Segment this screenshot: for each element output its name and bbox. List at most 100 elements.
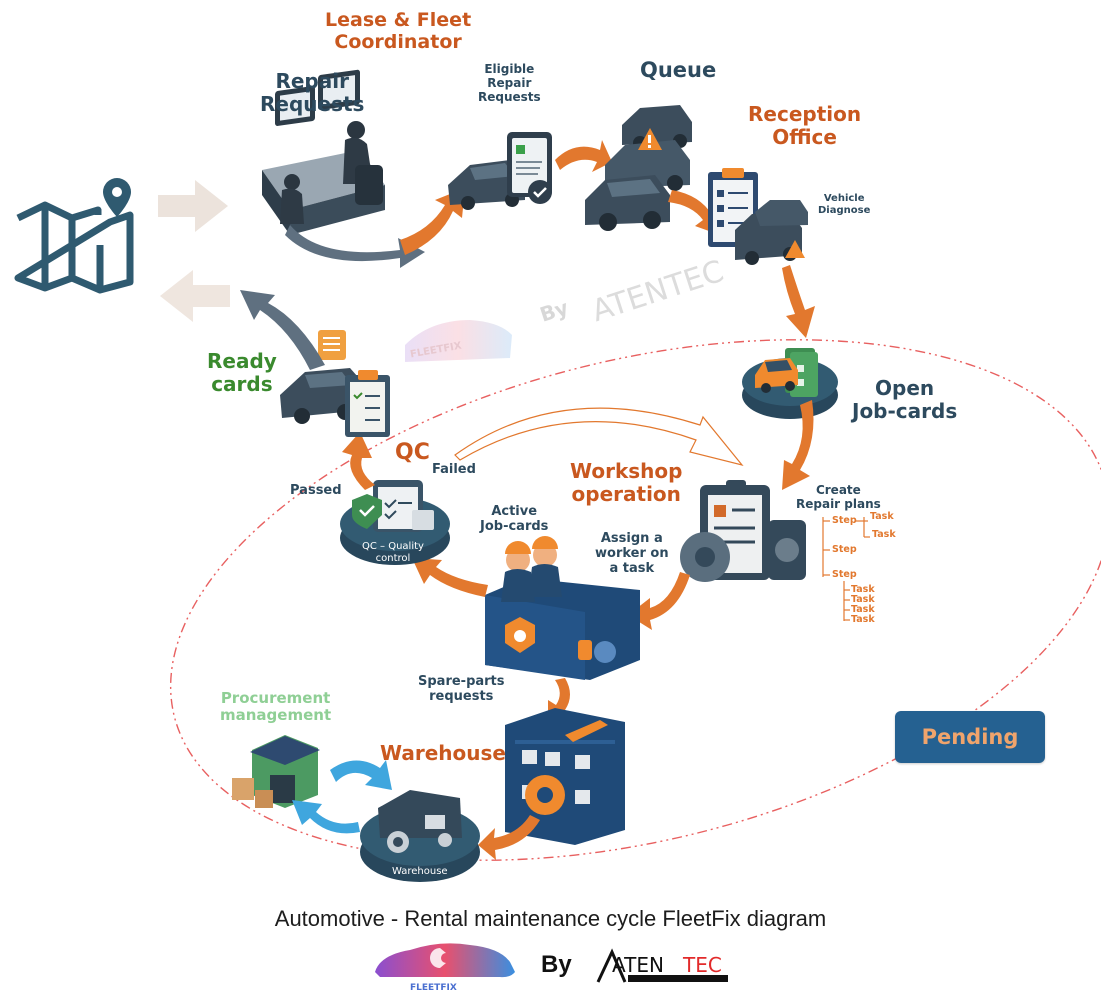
open-jobcards-line1: Open (875, 376, 935, 400)
open-jobcards-illustration (742, 348, 838, 419)
tree-task: Task (851, 614, 875, 625)
qc-failed-label: Failed (432, 462, 476, 477)
spare-parts-line2: requests (429, 688, 494, 704)
eligible-line1: Eligible (484, 62, 535, 76)
fleetfix-logo (375, 943, 515, 978)
fleetfix-logo-text: FLEETFIX (410, 983, 457, 993)
tree-step-2: Step (832, 544, 857, 555)
tree-step-1: Step (832, 515, 857, 526)
assign-worker-line1: Assign a (600, 531, 663, 546)
active-jobcards-label: Active Job-cards (480, 504, 549, 535)
create-repair-plans-label: Create Repair plans (796, 483, 881, 512)
atentec-logo-text-b: TEC (682, 953, 722, 977)
open-jobcards-label: Open Job-cards (852, 377, 957, 423)
flow-arrow-to-reception (668, 190, 720, 235)
flow-arrow-passed (342, 432, 375, 490)
flow-arrow-ready-out (240, 290, 325, 370)
ready-cards-label: Ready cards (207, 350, 277, 396)
create-repair-plans-line2: Repair plans (796, 496, 881, 511)
vehicle-diagnose-line1: Vehicle (823, 193, 865, 204)
tree-task: Task (870, 511, 894, 522)
diagram-caption: Automotive - Rental maintenance cycle Fl… (274, 906, 827, 931)
vehicle-diagnose-line2: Diagnose (818, 204, 871, 216)
blue-arrow-to-procurement (292, 800, 360, 834)
eligible-line2: Repair (487, 75, 532, 90)
atentec-logo-text-a: ATEN (612, 953, 664, 977)
workshop-line1: Workshop (570, 459, 683, 483)
footer-by-label: By (541, 951, 572, 978)
repair-plan-clipboard-illustration (680, 480, 806, 582)
eligible-car-illustration (448, 132, 552, 210)
procurement-label: Procurement management (220, 689, 332, 725)
outbound-arrow-icon (160, 270, 230, 322)
workshop-line2: operation (571, 482, 681, 506)
assign-worker-line3: a task (609, 560, 655, 576)
inbound-arrow-icon (158, 180, 228, 232)
pending-boundary (169, 339, 1101, 861)
spare-parts-line1: Spare-parts (418, 674, 505, 689)
repair-requests-line2: Requests (260, 92, 365, 116)
flow-arrow-to-queue (555, 140, 612, 172)
atentec-logo (596, 948, 728, 983)
queue-label: Queue (640, 58, 717, 82)
repair-requests-label: Repair Requests (260, 70, 364, 116)
qc-failed-return-arrow (454, 407, 744, 467)
flow-arrow-to-repair-plans (782, 400, 814, 490)
flow-arrow-grey (285, 225, 425, 268)
workers-illustration (485, 536, 640, 680)
workshop-operation-label: Workshop operation (570, 460, 682, 506)
qc-platform-label: QC – Quality control (362, 541, 424, 564)
flow-arrow-to-warehouse (478, 815, 540, 860)
tree-task: Task (851, 604, 875, 615)
tree-lines (822, 517, 870, 621)
flow-arrow-to-open-jobcards (782, 265, 815, 338)
qc-passed-label: Passed (290, 483, 342, 498)
active-jobcards-line2: Job-cards (480, 518, 549, 534)
lease-coordinator-line2: Coordinator (334, 30, 462, 53)
pending-badge: Pending (895, 711, 1045, 763)
procurement-building-illustration (232, 735, 320, 808)
map-pin-marker-icon (103, 178, 131, 217)
tree-step-3: Step (832, 569, 857, 580)
qc-platform-illustration (340, 480, 450, 565)
warehouse-platform-illustration (360, 790, 480, 882)
reception-line2: Office (772, 125, 837, 149)
reception-line1: Reception (748, 102, 862, 126)
qc-platform-line2: control (375, 552, 411, 564)
warehouse-label: Warehouse (380, 741, 506, 765)
repair-requests-line1: Repair (275, 69, 349, 93)
eligible-requests-label: Eligible Repair Requests (478, 62, 541, 104)
qc-platform-line1: QC – Quality (362, 541, 424, 552)
ready-cards-illustration (280, 330, 390, 437)
flow-arrow-to-qc (412, 558, 488, 597)
lease-coordinator-label: Lease & Fleet Coordinator (325, 9, 472, 54)
reception-clipboard-illustration (708, 168, 808, 265)
spare-parts-label: Spare-parts requests (418, 674, 505, 705)
operators-desk-illustration (262, 69, 385, 235)
assign-worker-label: Assign a worker on a task (595, 531, 669, 577)
blue-arrow-to-warehouse (330, 760, 392, 790)
procurement-line2: management (220, 706, 332, 725)
tree-task: Task (851, 584, 875, 595)
warehouse-platform-label: Warehouse (392, 866, 448, 877)
active-jobcards-line1: Active (491, 504, 538, 519)
flow-arrow-to-active-jobcards (628, 572, 690, 630)
flow-arrow-to-eligible (400, 188, 465, 255)
create-repair-plans-line1: Create (815, 483, 861, 497)
qc-label: QC (395, 440, 430, 465)
tree-task: Task (872, 529, 896, 540)
reception-office-label: Reception Office (748, 103, 861, 149)
watermark (405, 320, 512, 362)
vehicle-diagnose-label: Vehicle Diagnose (818, 193, 870, 216)
assign-worker-line2: worker on (595, 545, 669, 561)
procurement-line1: Procurement (220, 689, 331, 707)
tree-task: Task (851, 594, 875, 605)
ready-cards-line1: Ready (207, 349, 277, 373)
queue-cars-illustration (585, 105, 692, 231)
spare-parts-shelf-illustration (505, 708, 625, 845)
map-pin-icon (14, 201, 134, 294)
lease-coordinator-line1: Lease & Fleet (325, 9, 472, 31)
ready-cards-line2: cards (211, 372, 273, 396)
